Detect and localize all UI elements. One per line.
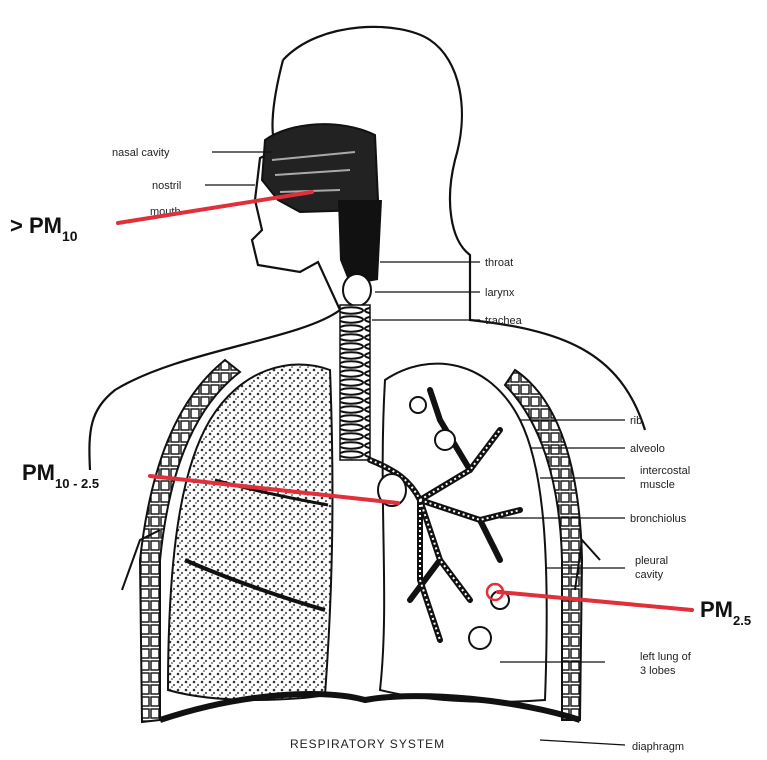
pm10-label: > PM10 [10, 213, 78, 244]
label-nostril: nostril [152, 180, 181, 192]
label-pleural: pleural [635, 555, 668, 567]
throat-shape [338, 200, 382, 285]
left-lung-shape [380, 364, 547, 702]
label-rib: rib [630, 415, 642, 427]
pm25-label: PM2.5 [700, 597, 751, 628]
pm10-arrow [118, 192, 312, 223]
label-intercostal: intercostal [640, 465, 690, 477]
label-alveolo: alveolo [630, 443, 665, 455]
pm10-25-label: PM10 - 2.5 [22, 460, 99, 491]
trachea-shape [340, 305, 370, 460]
label-cavity: cavity [635, 569, 664, 581]
diagram-title: RESPIRATORY SYSTEM [290, 737, 445, 751]
label-trachea: trachea [485, 315, 523, 327]
label-nasal-cavity: nasal cavity [112, 147, 170, 159]
label-left-lung: left lung of [640, 651, 692, 663]
label-bronchiole: bronchiolus [630, 513, 687, 525]
label-diaphragm: diaphragm [632, 741, 684, 753]
label-larynx: larynx [485, 287, 515, 299]
larynx-shape [343, 274, 371, 306]
label-throat: throat [485, 257, 513, 269]
label-3-lobes: 3 lobes [640, 665, 676, 677]
label-muscle: muscle [640, 479, 675, 491]
